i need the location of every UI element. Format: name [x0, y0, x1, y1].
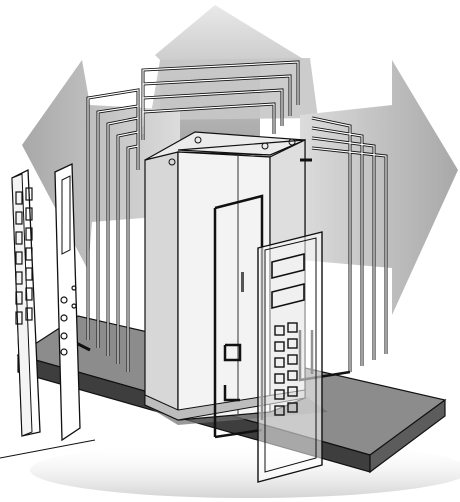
arrow-right-icon [300, 60, 458, 315]
arrow-up-icon [150, 5, 318, 150]
door-handle [241, 272, 244, 292]
display-window-1 [271, 252, 305, 280]
leader-line [0, 439, 96, 459]
mounting-rail-panel [54, 162, 81, 442]
display-window-2 [271, 282, 305, 310]
door-panel-icon [257, 231, 323, 483]
button-grid [274, 322, 298, 416]
side-panel-perforated [11, 168, 41, 437]
